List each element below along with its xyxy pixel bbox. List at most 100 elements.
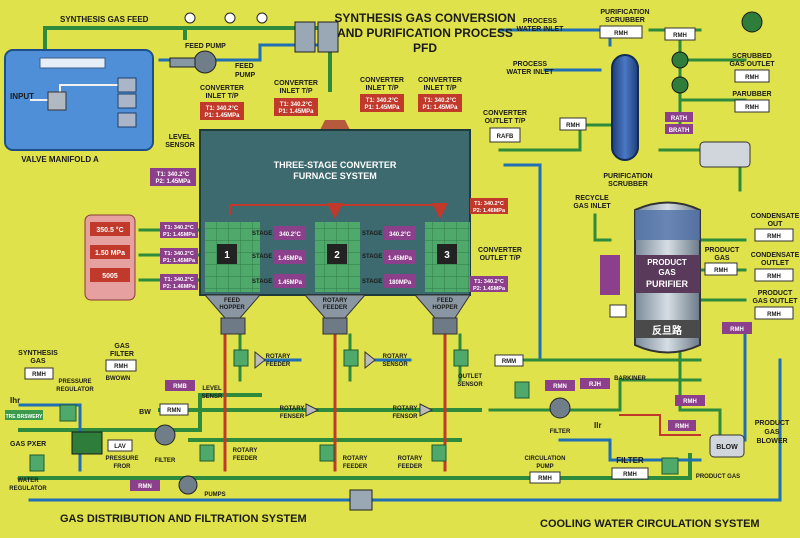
svg-text:P2: 1.46MPa: P2: 1.46MPa <box>163 284 196 290</box>
svg-text:RMH: RMH <box>767 234 781 240</box>
svg-text:ROTARY: ROTARY <box>343 456 368 462</box>
converter-outlet: CONVERTER OUTLET T/P RAFB T1: 340.2°C P2… <box>470 110 527 292</box>
svg-text:PUMPS: PUMPS <box>204 492 225 498</box>
svg-text:2: 2 <box>334 250 340 261</box>
svg-text:GAS: GAS <box>714 255 730 262</box>
svg-text:ROTARY: ROTARY <box>323 298 348 304</box>
svg-text:PURIFICATION: PURIFICATION <box>603 173 652 180</box>
svg-text:STAGE 1: STAGE 1 <box>252 231 278 237</box>
svg-text:5005: 5005 <box>102 273 118 280</box>
svg-text:GAS: GAS <box>658 268 676 277</box>
svg-text:RMN: RMN <box>138 484 152 490</box>
svg-text:FENSOR: FENSOR <box>392 414 418 420</box>
svg-text:AND PURIFICATION PROCESS: AND PURIFICATION PROCESS <box>337 26 513 40</box>
gas-distribution-left: SYNTHESIS GAS RMH Ihr TRE BRSWERY GAS PX… <box>5 343 373 511</box>
svg-text:SYNTHESIS: SYNTHESIS <box>18 350 58 357</box>
svg-text:RMH: RMH <box>623 472 637 478</box>
svg-text:Ihr: Ihr <box>10 396 20 405</box>
svg-text:BWOWN: BWOWN <box>106 376 131 382</box>
svg-text:RMH: RMH <box>673 33 687 39</box>
svg-text:WATER: WATER <box>17 478 39 484</box>
svg-text:COOLING WATER CIRCULATION SYST: COOLING WATER CIRCULATION SYSTEM <box>540 518 760 530</box>
purification-scrubber[interactable]: PURIFICATION SCRUBBER RMH PURIFICATION S… <box>559 9 751 188</box>
svg-text:RMB: RMB <box>173 384 187 390</box>
svg-text:340.2°C: 340.2°C <box>279 232 301 238</box>
svg-text:OUTLET: OUTLET <box>761 260 790 267</box>
svg-text:P2: 1.45MPa: P2: 1.45MPa <box>155 179 191 185</box>
svg-text:CIRCULATION: CIRCULATION <box>525 456 566 462</box>
svg-text:GAS: GAS <box>114 343 130 350</box>
svg-text:SCRUBBER: SCRUBBER <box>605 17 645 24</box>
recycle-gas-inlet: RECYCLE GAS INLET <box>573 195 627 318</box>
process-water-inlets: PROCESS WATER INLET PROCESS WATER INLET <box>507 18 565 76</box>
svg-text:ROTARY: ROTARY <box>393 406 418 412</box>
svg-text:STAGE 3: STAGE 3 <box>252 279 278 285</box>
svg-text:P2: 1.46MPa: P2: 1.46MPa <box>473 208 506 214</box>
svg-text:CONVERTER: CONVERTER <box>200 85 244 92</box>
svg-text:ROTARY: ROTARY <box>383 354 408 360</box>
svg-text:1.45MPa: 1.45MPa <box>278 256 303 262</box>
svg-text:T1: 340.2°C: T1: 340.2°C <box>474 279 504 285</box>
svg-text:RMN: RMN <box>553 384 567 390</box>
svg-text:BLOW: BLOW <box>716 444 738 451</box>
svg-text:PUMP: PUMP <box>536 464 553 470</box>
converter-inlet-3: CONVERTER INLET T/P T1: 340.2°C P1: 1.45… <box>360 77 404 112</box>
svg-text:FENSER: FENSER <box>280 414 305 420</box>
svg-text:STAGE 2: STAGE 2 <box>252 254 278 260</box>
svg-text:HOPPER: HOPPER <box>219 305 245 311</box>
rotary-feeders-lower: ROTARY FEEDER ROTARY SENSOR OUTLET SENSO… <box>199 349 524 470</box>
svg-text:FEEDER: FEEDER <box>323 305 348 311</box>
svg-text:RMH: RMH <box>683 399 697 405</box>
svg-text:INLET T/P: INLET T/P <box>205 93 238 100</box>
svg-text:ROTARY: ROTARY <box>233 448 258 454</box>
svg-text:ROTARY: ROTARY <box>280 406 305 412</box>
svg-text:CONVERTER: CONVERTER <box>483 110 527 117</box>
svg-text:GAS PXER: GAS PXER <box>10 441 46 448</box>
svg-text:PRESSURE: PRESSURE <box>58 379 91 385</box>
svg-text:FILTER: FILTER <box>110 351 134 358</box>
svg-text:FEED: FEED <box>224 298 241 304</box>
three-stage-converter-furnace[interactable]: THREE-STAGE CONVERTER FURNACE SYSTEM 1 2… <box>199 120 471 335</box>
product-gas-purifier[interactable]: PRODUCT GAS PURIFIER 反旦路 <box>634 201 701 354</box>
svg-text:FEEDER: FEEDER <box>398 464 423 470</box>
svg-text:CONDENSATE: CONDENSATE <box>751 252 800 259</box>
svg-text:1: 1 <box>224 250 230 261</box>
svg-text:VALVE MANIFOLD A: VALVE MANIFOLD A <box>21 155 99 164</box>
scrubbed-gas-outlet: SCRUBBED GAS OUTLET RMH PARUBBER RMH <box>729 11 775 113</box>
svg-text:PFD: PFD <box>413 41 437 55</box>
svg-text:P1: 1.45MPa: P1: 1.45MPa <box>163 232 196 238</box>
svg-text:FEEDER: FEEDER <box>233 456 258 462</box>
svg-text:FROR: FROR <box>114 464 132 470</box>
svg-text:RMH: RMH <box>614 31 628 37</box>
svg-text:T1: 340.2°C: T1: 340.2°C <box>164 251 194 257</box>
svg-text:FILTER: FILTER <box>155 458 176 464</box>
svg-text:340.2°C: 340.2°C <box>389 232 411 238</box>
svg-text:FILTER: FILTER <box>550 429 571 435</box>
svg-text:RMN: RMN <box>167 408 181 414</box>
svg-text:SCRUBBED: SCRUBBED <box>732 53 772 60</box>
svg-text:WATER INLET: WATER INLET <box>517 26 565 33</box>
svg-text:FEED: FEED <box>437 298 454 304</box>
svg-text:FEED: FEED <box>235 63 254 70</box>
svg-text:OUTLET T/P: OUTLET T/P <box>485 118 526 125</box>
svg-text:FURNACE SYSTEM: FURNACE SYSTEM <box>293 171 377 181</box>
svg-text:INLET T/P: INLET T/P <box>279 88 312 95</box>
product-gas-label: PRODUCT GAS RMH <box>704 247 740 276</box>
svg-text:3: 3 <box>444 250 450 261</box>
svg-text:P1: 1.45MPa: P1: 1.45MPa <box>278 109 314 115</box>
svg-text:1.45MPa: 1.45MPa <box>278 280 303 286</box>
svg-text:RMH: RMH <box>566 123 580 129</box>
level-sensor: LEVEL SENSOR T1: 340.2°C P2: 1.45MPa <box>150 134 196 186</box>
valve-manifold-a[interactable]: INPUT VALVE MANIFOLD A <box>4 49 154 164</box>
feed-pump[interactable]: FEED PUMP FEED PUMP <box>169 43 256 79</box>
svg-text:SYNTHESIS GAS CONVERSION: SYNTHESIS GAS CONVERSION <box>334 11 515 25</box>
svg-text:RMH: RMH <box>730 327 744 333</box>
svg-text:SENSOR: SENSOR <box>382 362 408 368</box>
svg-text:INLET T/P: INLET T/P <box>423 85 456 92</box>
svg-text:T1: 340.2°C: T1: 340.2°C <box>424 98 457 104</box>
svg-text:BLOWER: BLOWER <box>756 438 787 445</box>
converter-inlet-1: CONVERTER INLET T/P T1: 340.2°C P1: 1.45… <box>200 85 244 120</box>
svg-text:LAV: LAV <box>114 444 126 450</box>
svg-text:BW: BW <box>139 409 151 416</box>
